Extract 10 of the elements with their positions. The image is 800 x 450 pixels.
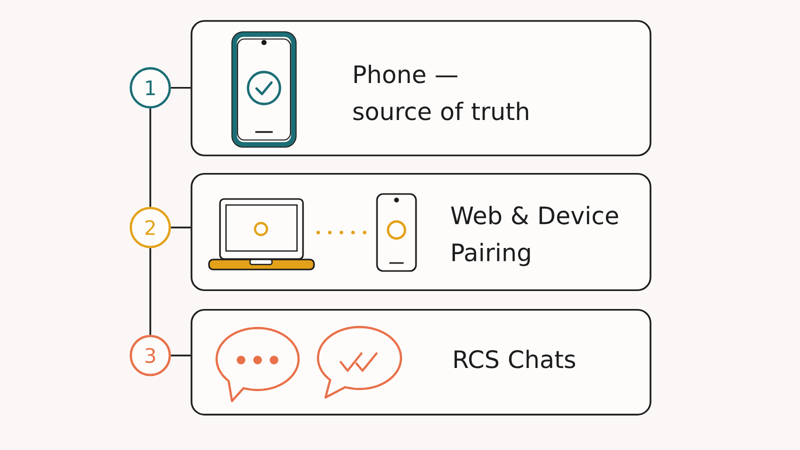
step-box: Web & Device Pairing — [190, 172, 652, 292]
connector-line — [149, 108, 152, 207]
laptop-icon — [208, 198, 315, 270]
connector-line — [170, 226, 191, 228]
connector-line — [170, 86, 191, 89]
phone-icon — [376, 193, 417, 272]
dotted-line — [316, 230, 368, 234]
connector-line — [170, 354, 191, 356]
step-box: RCS Chats — [190, 308, 652, 416]
connector-line — [149, 248, 152, 335]
